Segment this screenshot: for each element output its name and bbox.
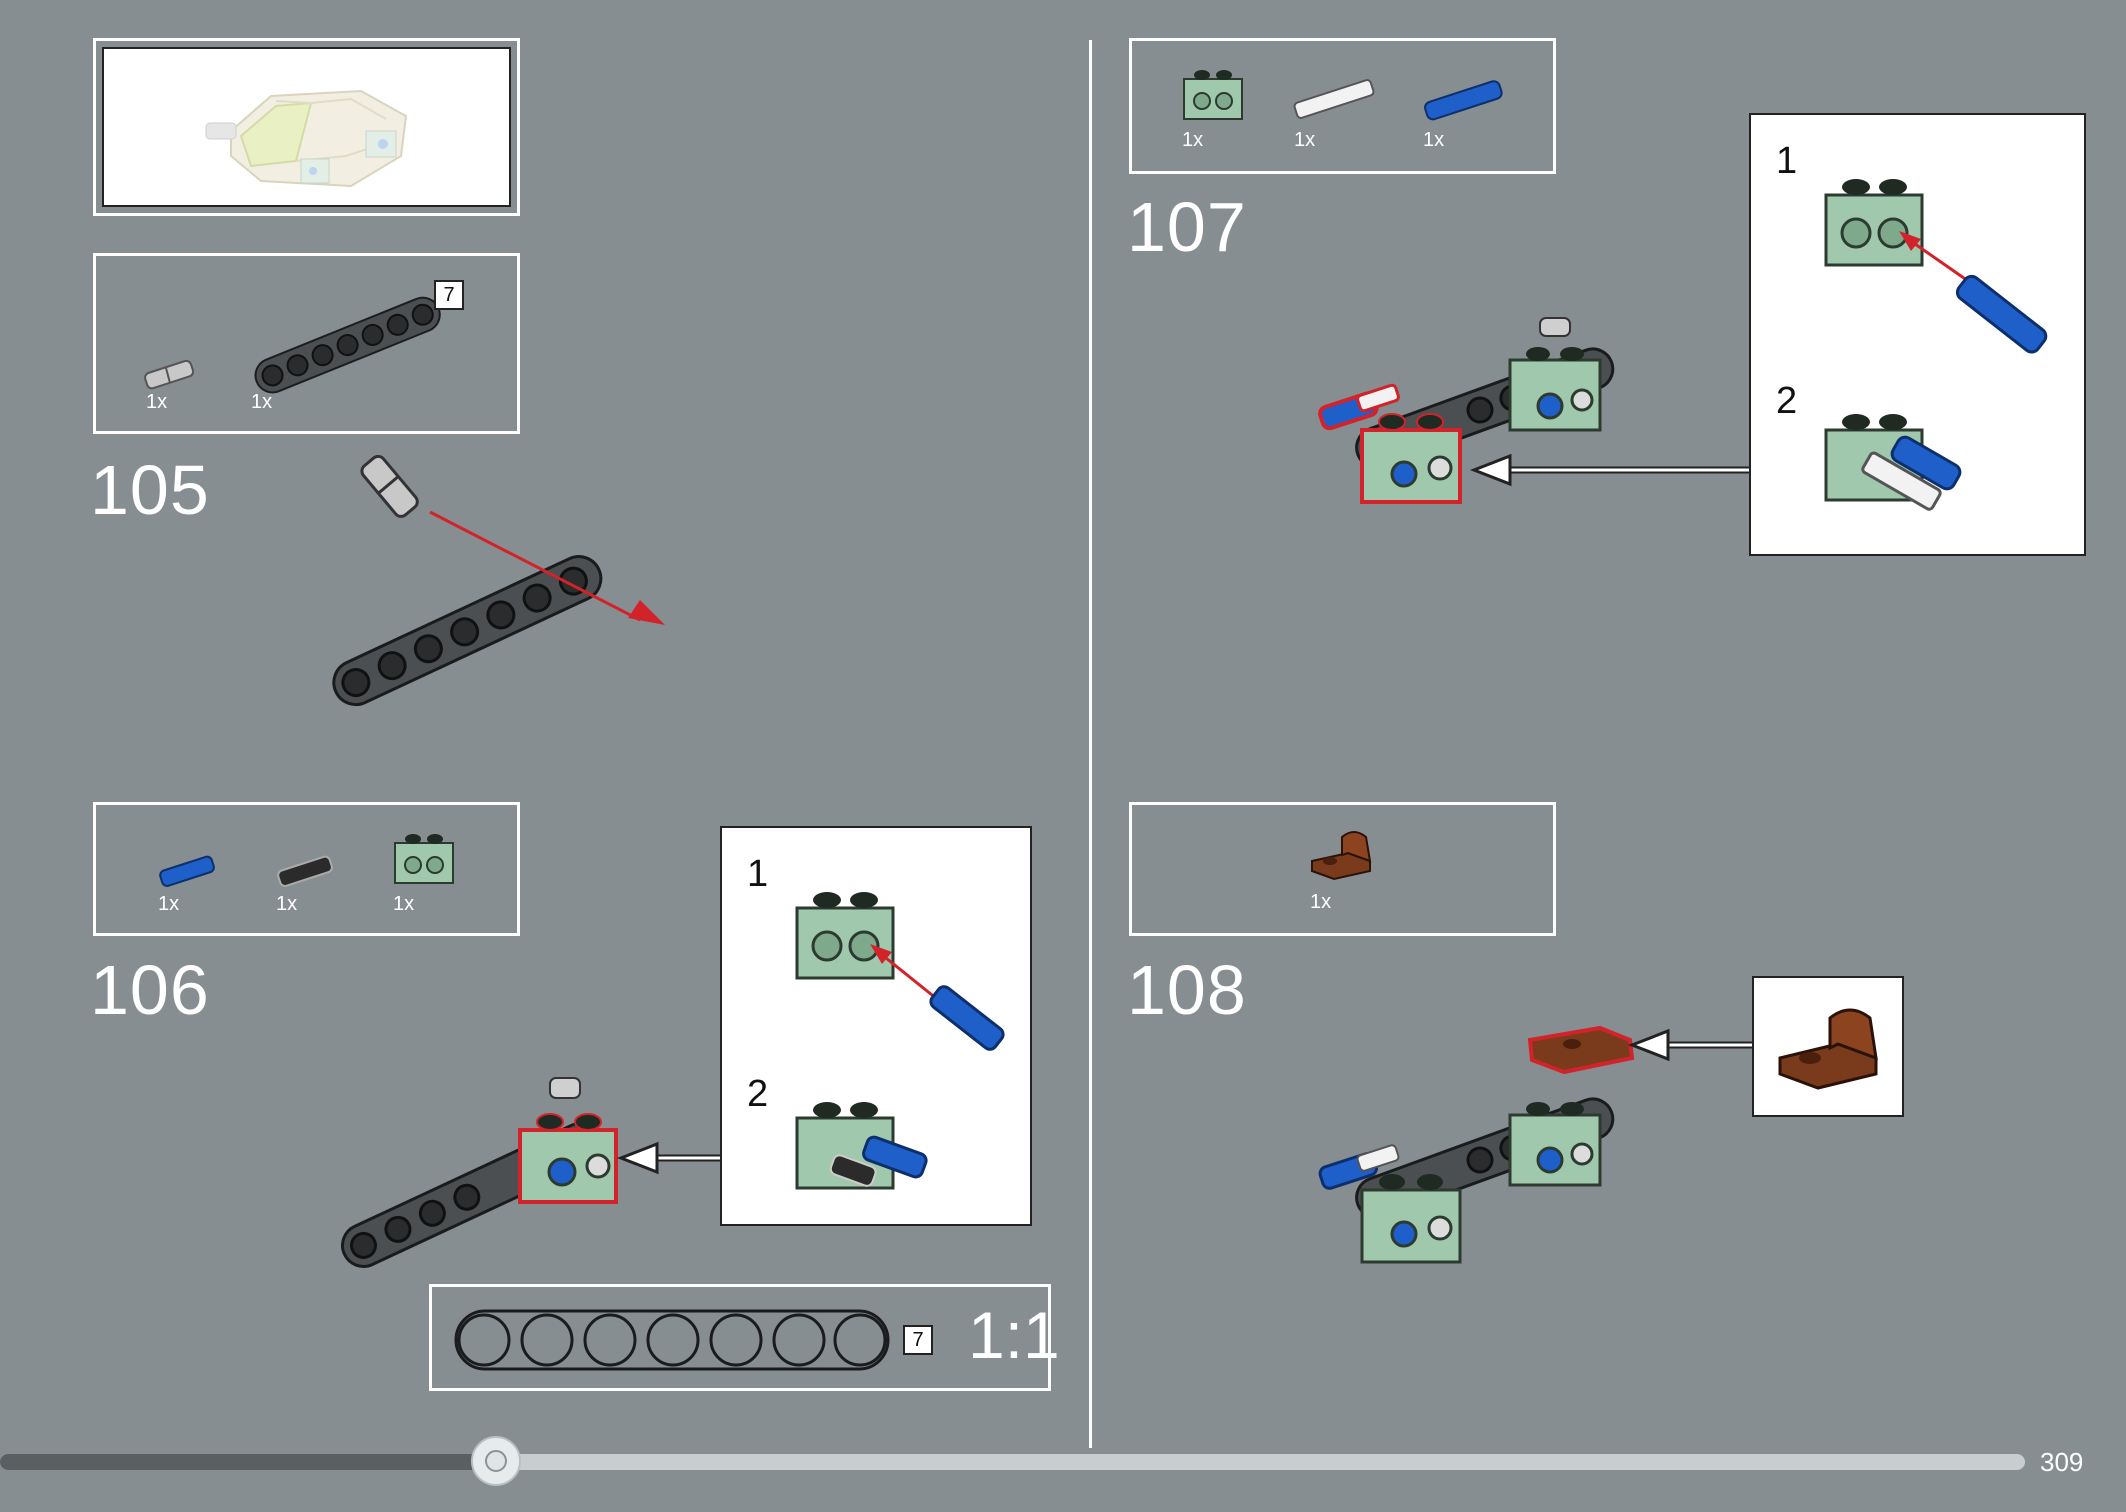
step-106-part-1-qty: 1x [158, 893, 180, 915]
step-107-number: 107 [1127, 188, 1247, 266]
overview-thumbnail-frame [93, 38, 520, 216]
step-107-sub-callout: 1 2 [1749, 113, 2086, 556]
step-105-part-1-qty: 1x [146, 391, 168, 413]
step-106-substep-2-illustration [795, 1102, 928, 1190]
step-105-part-2-qty: 1x [251, 391, 273, 413]
step-108-sub-callout [1752, 976, 1904, 1117]
step-105-number: 105 [90, 451, 210, 529]
blue-axle-pin-icon [159, 855, 215, 887]
dark-grey-beam-7-icon [454, 1309, 890, 1371]
reddish-brown-bracket-plate-icon [1778, 1008, 1878, 1090]
black-pin-icon [277, 855, 333, 887]
page-progress-handle[interactable] [471, 1436, 521, 1486]
step-105-parts-list: 1x 1x 7 [93, 253, 520, 434]
step-107-part-1-qty: 1x [1182, 129, 1204, 151]
model-overview-icon [205, 89, 408, 188]
step-107-substep-2: 2 [1776, 380, 1798, 422]
step-106-assembly-illustration [341, 1077, 618, 1268]
step-105-assembly-illustration [332, 454, 665, 707]
page-number: 309 [2040, 1447, 2084, 1477]
grey-axle-pin-icon [360, 454, 419, 518]
dark-grey-beam-7-icon [254, 296, 441, 394]
white-axle-icon [1293, 79, 1375, 119]
step-108-assembly-illustration [1318, 1025, 1635, 1264]
sand-green-technic-brick-icon [518, 1113, 618, 1204]
step-106-substep-1-illustration [795, 892, 1005, 1051]
step-107-substep-2-illustration [1824, 414, 1962, 511]
step-107-part-3-qty: 1x [1423, 129, 1445, 151]
step-106-callout-arrow [616, 1141, 723, 1175]
scale-length-badge: 7 [903, 1325, 933, 1355]
step-108-parts-list: 1x [1129, 802, 1556, 936]
step-107-parts-list: 1x 1x 1x [1129, 38, 1556, 174]
step-108-part-1-qty: 1x [1310, 891, 1332, 913]
blue-axle-pin-icon [1955, 274, 2048, 354]
step-107-callout-arrow [1469, 453, 1750, 487]
scale-ratio-label: 1:1 [968, 1298, 1060, 1372]
reddish-brown-bracket-plate-icon [1311, 831, 1372, 881]
step-106-number: 106 [90, 951, 210, 1029]
step-107-part-2-qty: 1x [1294, 129, 1316, 151]
sand-green-technic-brick-icon [394, 834, 454, 884]
step-107-substep-1-illustration [1824, 179, 2048, 354]
sand-green-technic-brick-icon [1183, 70, 1243, 120]
step-107-assembly-illustration [1318, 317, 1615, 504]
page-progress-fill [0, 1454, 496, 1470]
step-107-substep-1: 1 [1776, 140, 1798, 182]
blue-axle-pin-icon [1424, 80, 1503, 121]
page-divider [1089, 40, 1092, 1448]
step-106-part-3-qty: 1x [393, 893, 415, 915]
step-106-substep-1: 1 [747, 853, 769, 895]
step-106-substep-2: 2 [747, 1073, 769, 1115]
step-106-part-2-qty: 1x [276, 893, 298, 915]
beam-length-badge: 7 [434, 280, 464, 310]
step-106-sub-callout: 1 2 [720, 826, 1032, 1226]
step-108-number: 108 [1127, 951, 1247, 1029]
step-106-parts-list: 1x 1x 1x [93, 802, 520, 936]
beam-scale-check: 7 [429, 1284, 1051, 1391]
grey-axle-pin-icon [144, 359, 195, 390]
blue-axle-pin-icon [929, 985, 1005, 1051]
step-108-callout-arrow [1627, 1028, 1754, 1062]
